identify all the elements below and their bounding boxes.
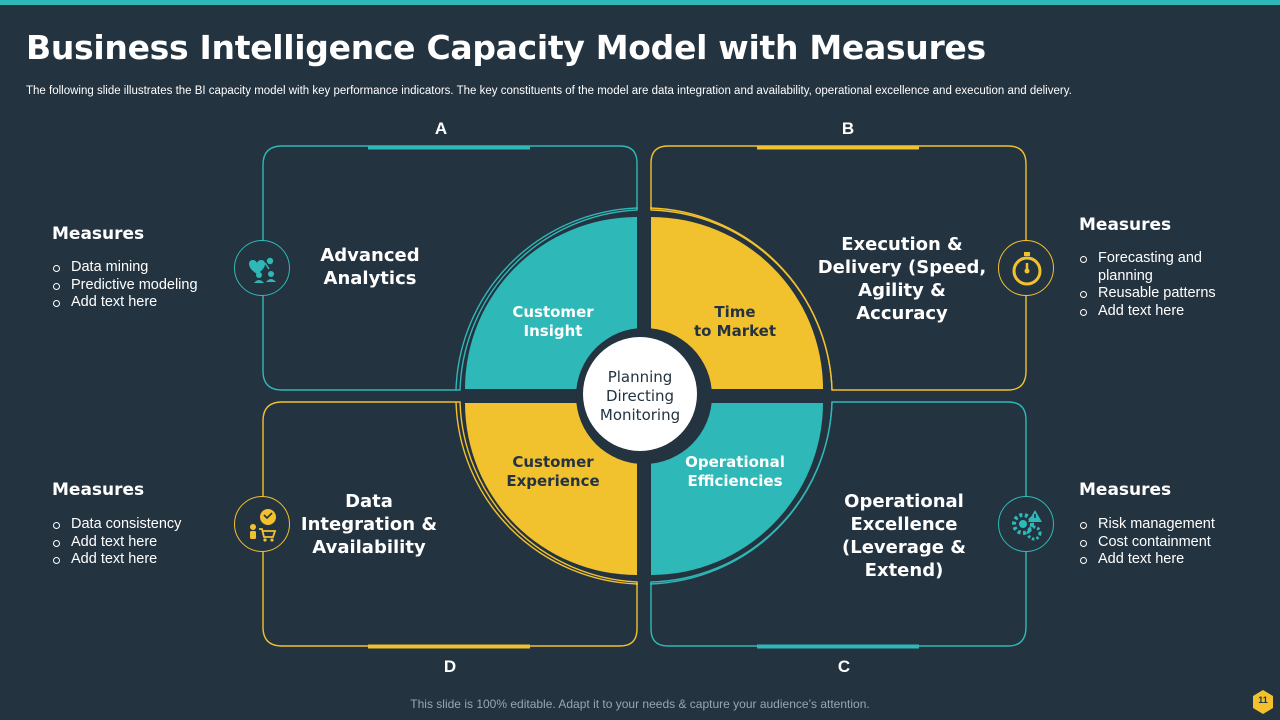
measures-d-heading: Measures	[52, 480, 145, 500]
wheel-segment-customer-insight	[465, 217, 637, 389]
capacity-wheel	[455, 207, 833, 585]
wheel-ring-bottom-right	[649, 401, 833, 585]
measures-a-item: Predictive modeling	[52, 277, 242, 295]
analytics-people-icon	[234, 240, 290, 296]
measures-c-item: Risk management	[1079, 516, 1259, 534]
quadrant-a-letter: A	[434, 119, 448, 138]
wheel-ring-top-left	[455, 207, 639, 391]
measures-c-heading: Measures	[1079, 480, 1172, 500]
measures-a-item: Add text here	[52, 294, 242, 312]
stopwatch-icon	[998, 240, 1054, 296]
quadrant-b-letter: B	[841, 119, 855, 138]
measures-b-list: Forecasting and planning Reusable patter…	[1079, 250, 1229, 320]
measures-d-item: Add text here	[52, 551, 242, 569]
quadrant-d-title: Data Integration & Availability	[300, 491, 438, 558]
quadrant-b-title: Execution & Delivery (Speed, Agility & A…	[817, 234, 987, 324]
measures-d-list: Data consistency Add text here Add text …	[52, 516, 242, 569]
wheel-ring-top-right	[649, 207, 833, 391]
measures-d-item: Data consistency	[52, 516, 242, 534]
gears-warning-icon	[998, 496, 1054, 552]
wheel-ring-bottom-left	[455, 401, 639, 585]
measures-b-item: Forecasting and planning	[1079, 250, 1206, 285]
top-accent-bar	[0, 0, 1280, 5]
page-number-badge: 11	[1252, 690, 1274, 714]
person-cart-icon	[234, 496, 290, 552]
wheel-center-disc	[583, 337, 697, 451]
measures-b-item: Add text here	[1079, 303, 1229, 321]
measures-c-list: Risk management Cost containment Add tex…	[1079, 516, 1259, 569]
footer-note: This slide is 100% editable. Adapt it to…	[410, 697, 870, 711]
page-subtitle: The following slide illustrates the BI c…	[26, 85, 1072, 97]
measures-a-heading: Measures	[52, 224, 145, 244]
quadrant-d-frame	[262, 401, 638, 647]
quadrant-c-letter: C	[837, 657, 851, 676]
wheel-segment-customer-experience	[465, 403, 637, 575]
measures-d-item: Add text here	[52, 534, 242, 552]
quadrant-d-letter: D	[443, 657, 457, 676]
measures-b-item: Reusable patterns	[1079, 285, 1229, 303]
page-number: 11	[1258, 695, 1268, 705]
page-title: Business Intelligence Capacity Model wit…	[26, 28, 986, 67]
measures-a-item: Data mining	[52, 259, 242, 277]
quadrant-a-frame	[262, 145, 638, 391]
wheel-segment-operational-efficiencies	[651, 403, 823, 575]
measures-c-item: Cost containment	[1079, 534, 1259, 552]
measures-a-list: Data mining Predictive modeling Add text…	[52, 259, 242, 312]
quadrant-c-title: Operational Excellence (Leverage & Exten…	[842, 491, 966, 581]
measures-c-item: Add text here	[1079, 551, 1259, 569]
wheel-segment-time-to-market	[651, 217, 823, 389]
measures-b-heading: Measures	[1079, 215, 1172, 235]
quadrant-a-title: Advanced Analytics	[320, 245, 420, 289]
